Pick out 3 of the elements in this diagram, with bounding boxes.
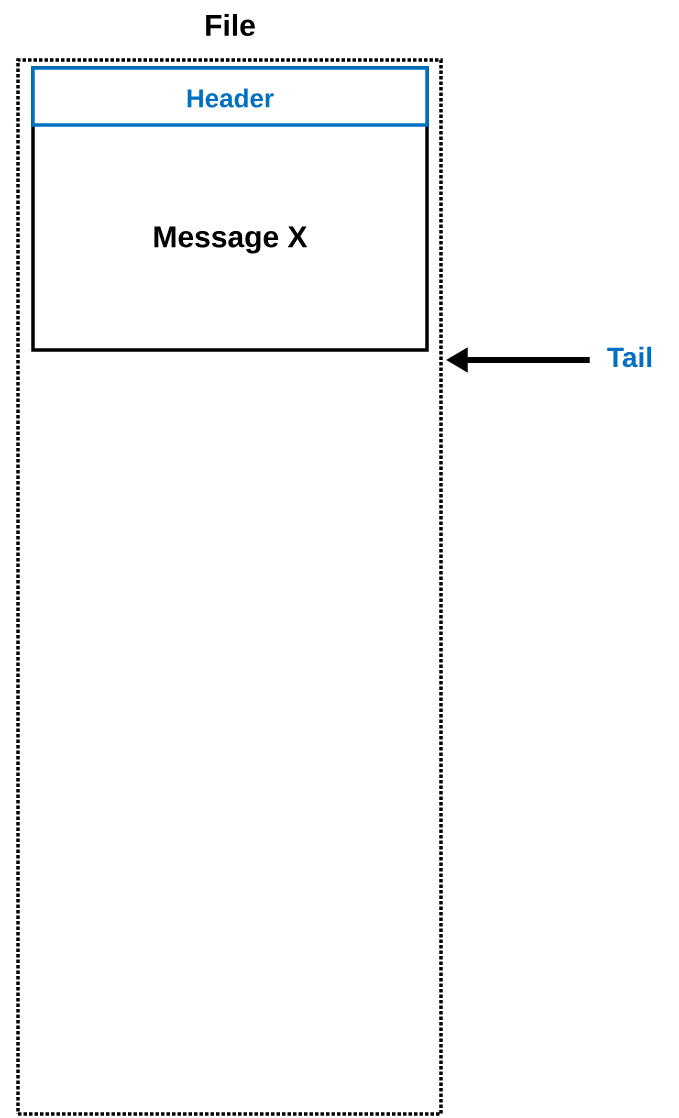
tail-label: Tail [607,346,652,368]
node-label: File [206,13,255,37]
header-box: Header [31,66,429,127]
